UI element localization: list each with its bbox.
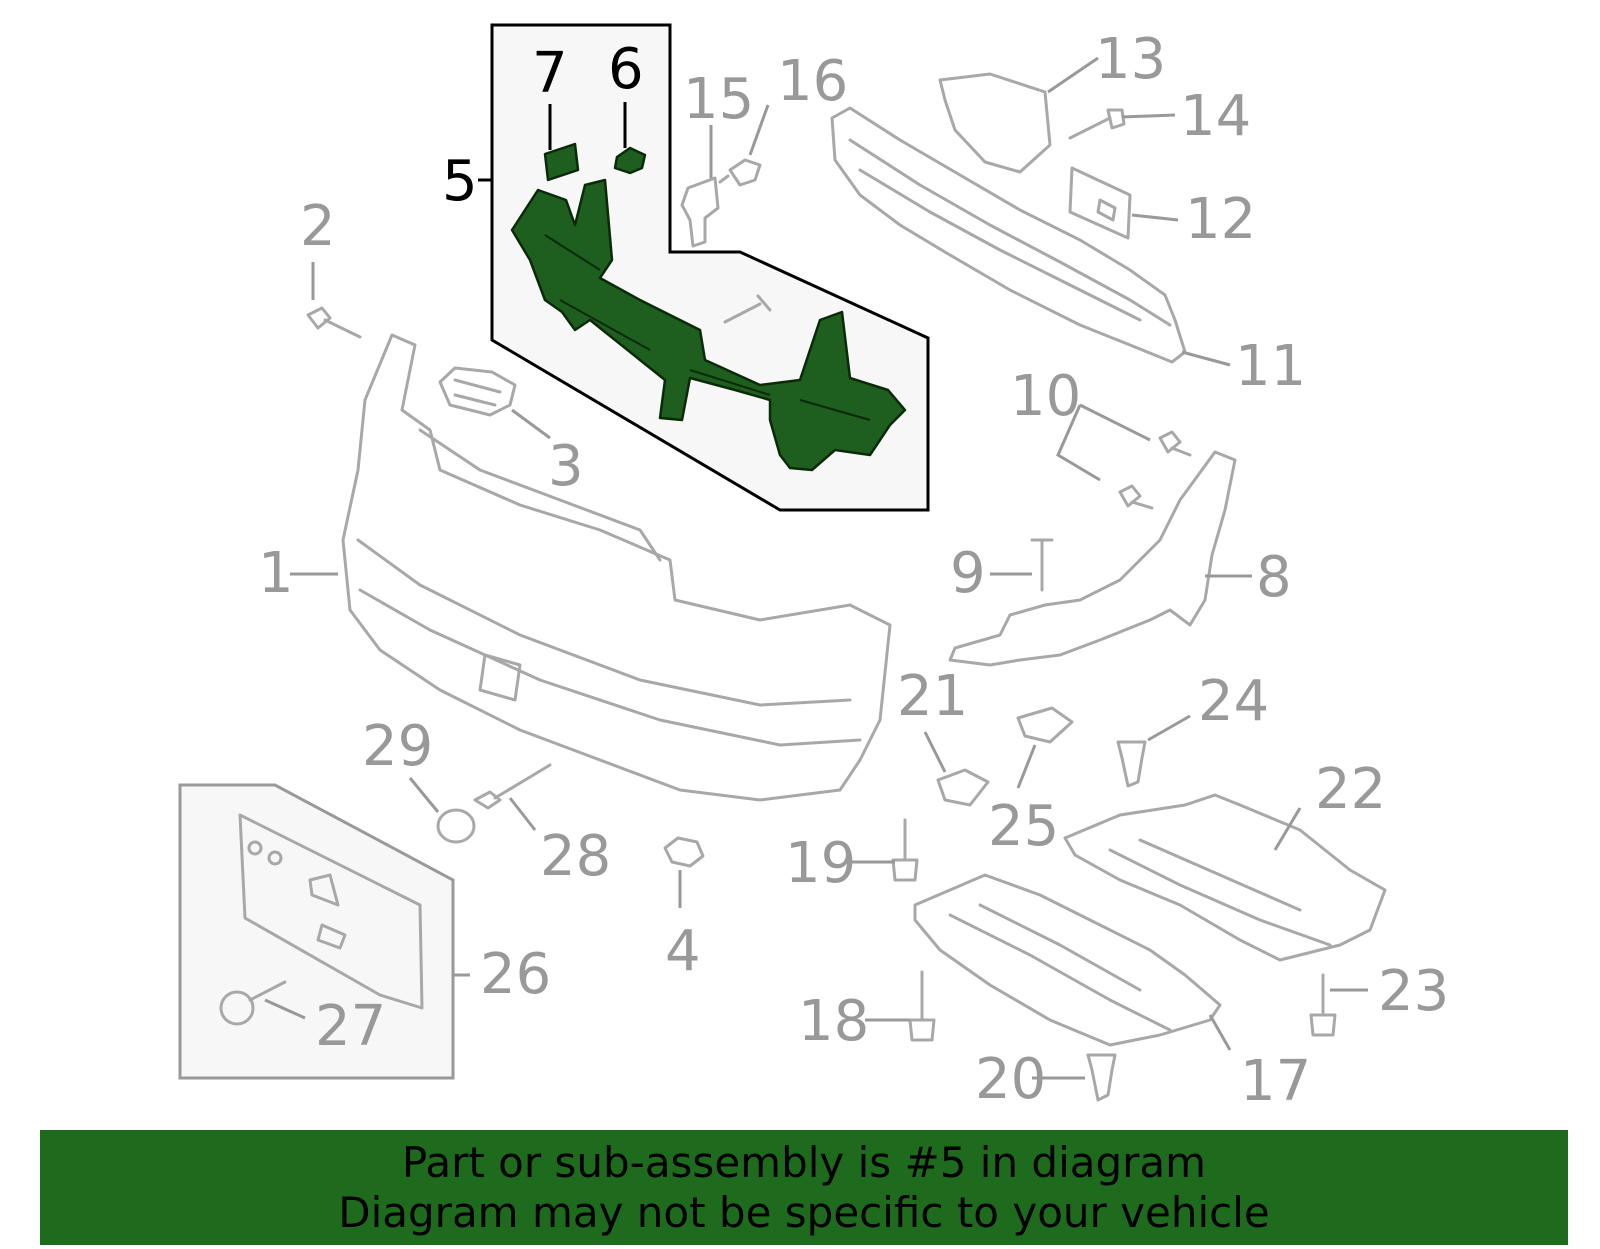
part-16-clip[interactable] [718,158,762,187]
part-2-bolt[interactable] [306,306,362,339]
part-8-side-bracket[interactable] [948,450,1237,667]
callout-2: 2 [300,194,336,259]
callout-17: 17 [1240,1049,1311,1114]
info-banner: Part or sub-assembly is #5 in diagram Di… [40,1130,1568,1245]
callout-19: 19 [785,831,856,896]
callout-27: 27 [315,994,386,1059]
callout-1: 1 [258,541,294,606]
part-17-under-cover[interactable] [913,873,1222,1047]
part-12-plate[interactable] [1068,166,1132,240]
callout-6: 6 [608,37,644,102]
part-10-clips[interactable] [1118,430,1192,510]
part-5-bracket[interactable] [510,178,907,472]
part-29-grommet[interactable] [436,808,476,844]
part-14-bolt[interactable] [1068,108,1126,140]
part-28-sensor-wire[interactable] [473,763,552,810]
callout-11: 11 [1235,334,1306,399]
callout-20: 20 [975,1047,1046,1112]
callout-16: 16 [777,49,848,114]
callout-22: 22 [1315,757,1386,822]
callout-23: 23 [1378,959,1449,1024]
part-24-clip[interactable] [1116,740,1147,788]
part-18-bolt[interactable] [908,970,936,1042]
part-6-clip[interactable] [613,146,647,175]
part-4-nut[interactable] [663,836,705,868]
part-5-bolt[interactable] [723,294,772,324]
callout-5: 5 [442,149,478,214]
callout-3: 3 [548,434,584,499]
callout-29: 29 [362,714,433,779]
part-20-clip[interactable] [1086,1053,1117,1102]
part-9-push-pin[interactable] [1030,538,1054,592]
banner-line-1: Part or sub-assembly is #5 in diagram [401,1137,1207,1187]
callout-15: 15 [683,67,754,132]
callout-14: 14 [1180,84,1251,149]
callout-10: 10 [1010,364,1081,429]
part-1-bumper-cover[interactable] [341,333,892,802]
part-25-nut[interactable] [1016,706,1074,744]
callout-7: 7 [532,41,568,106]
callout-9: 9 [950,541,986,606]
license-plate-box-26 [178,783,455,1080]
part-7-pad[interactable] [543,142,580,182]
callout-28: 28 [540,824,611,889]
part-23-bolt[interactable] [1309,973,1337,1037]
callout-13: 13 [1095,27,1166,92]
callout-12: 12 [1185,187,1256,252]
part-27-screw[interactable] [219,980,287,1026]
callout-21: 21 [897,664,968,729]
part-22-under-cover[interactable] [1063,793,1387,962]
callout-4: 4 [665,919,701,984]
callout-8: 8 [1256,545,1292,610]
part-3-bracket[interactable] [438,366,517,417]
callout-25: 25 [988,794,1059,859]
leader-lines [264,56,1368,1080]
part-26-license-bracket[interactable] [238,813,424,1010]
part-19-bolt[interactable] [891,818,919,882]
callout-18: 18 [798,989,869,1054]
callout-24: 24 [1198,669,1269,734]
part-15-bracket[interactable] [680,176,720,248]
banner-line-2: Diagram may not be specific to your vehi… [338,1187,1270,1237]
callout-26: 26 [480,942,551,1007]
part-13-cover[interactable] [938,72,1052,174]
part-21-nut[interactable] [936,768,990,807]
